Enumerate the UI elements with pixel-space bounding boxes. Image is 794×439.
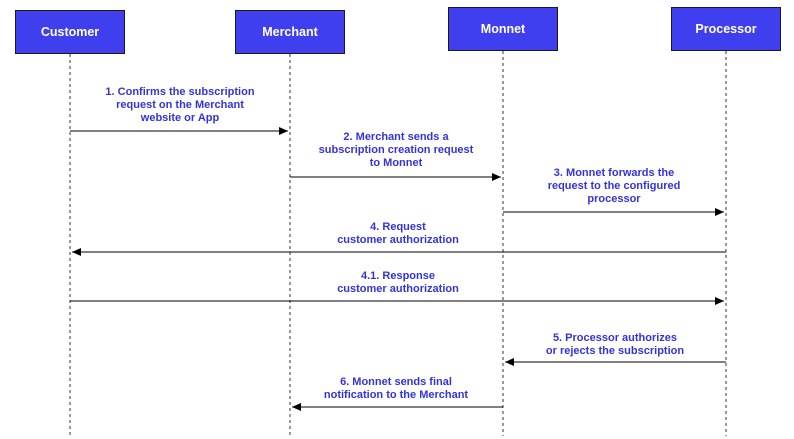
- participant-merchant: Merchant: [235, 10, 345, 54]
- participant-processor: Processor: [671, 7, 781, 51]
- message-label-2: 2. Merchant sends a subscription creatio…: [318, 131, 474, 169]
- participant-monnet: Monnet: [448, 7, 558, 51]
- message-label-6: 6. Monnet sends final notification to th…: [323, 376, 469, 401]
- message-label-1: 1. Confirms the subscription request on …: [105, 86, 255, 124]
- message-label-5: 5. Processor authorizes or rejects the s…: [545, 332, 685, 357]
- message-label-4-1: 4.1. Response customer authorization: [337, 270, 459, 295]
- message-label-4: 4. Request customer authorization: [337, 221, 459, 246]
- message-label-3: 3. Monnet forwards the request to the co…: [547, 167, 681, 205]
- participant-customer: Customer: [15, 10, 125, 54]
